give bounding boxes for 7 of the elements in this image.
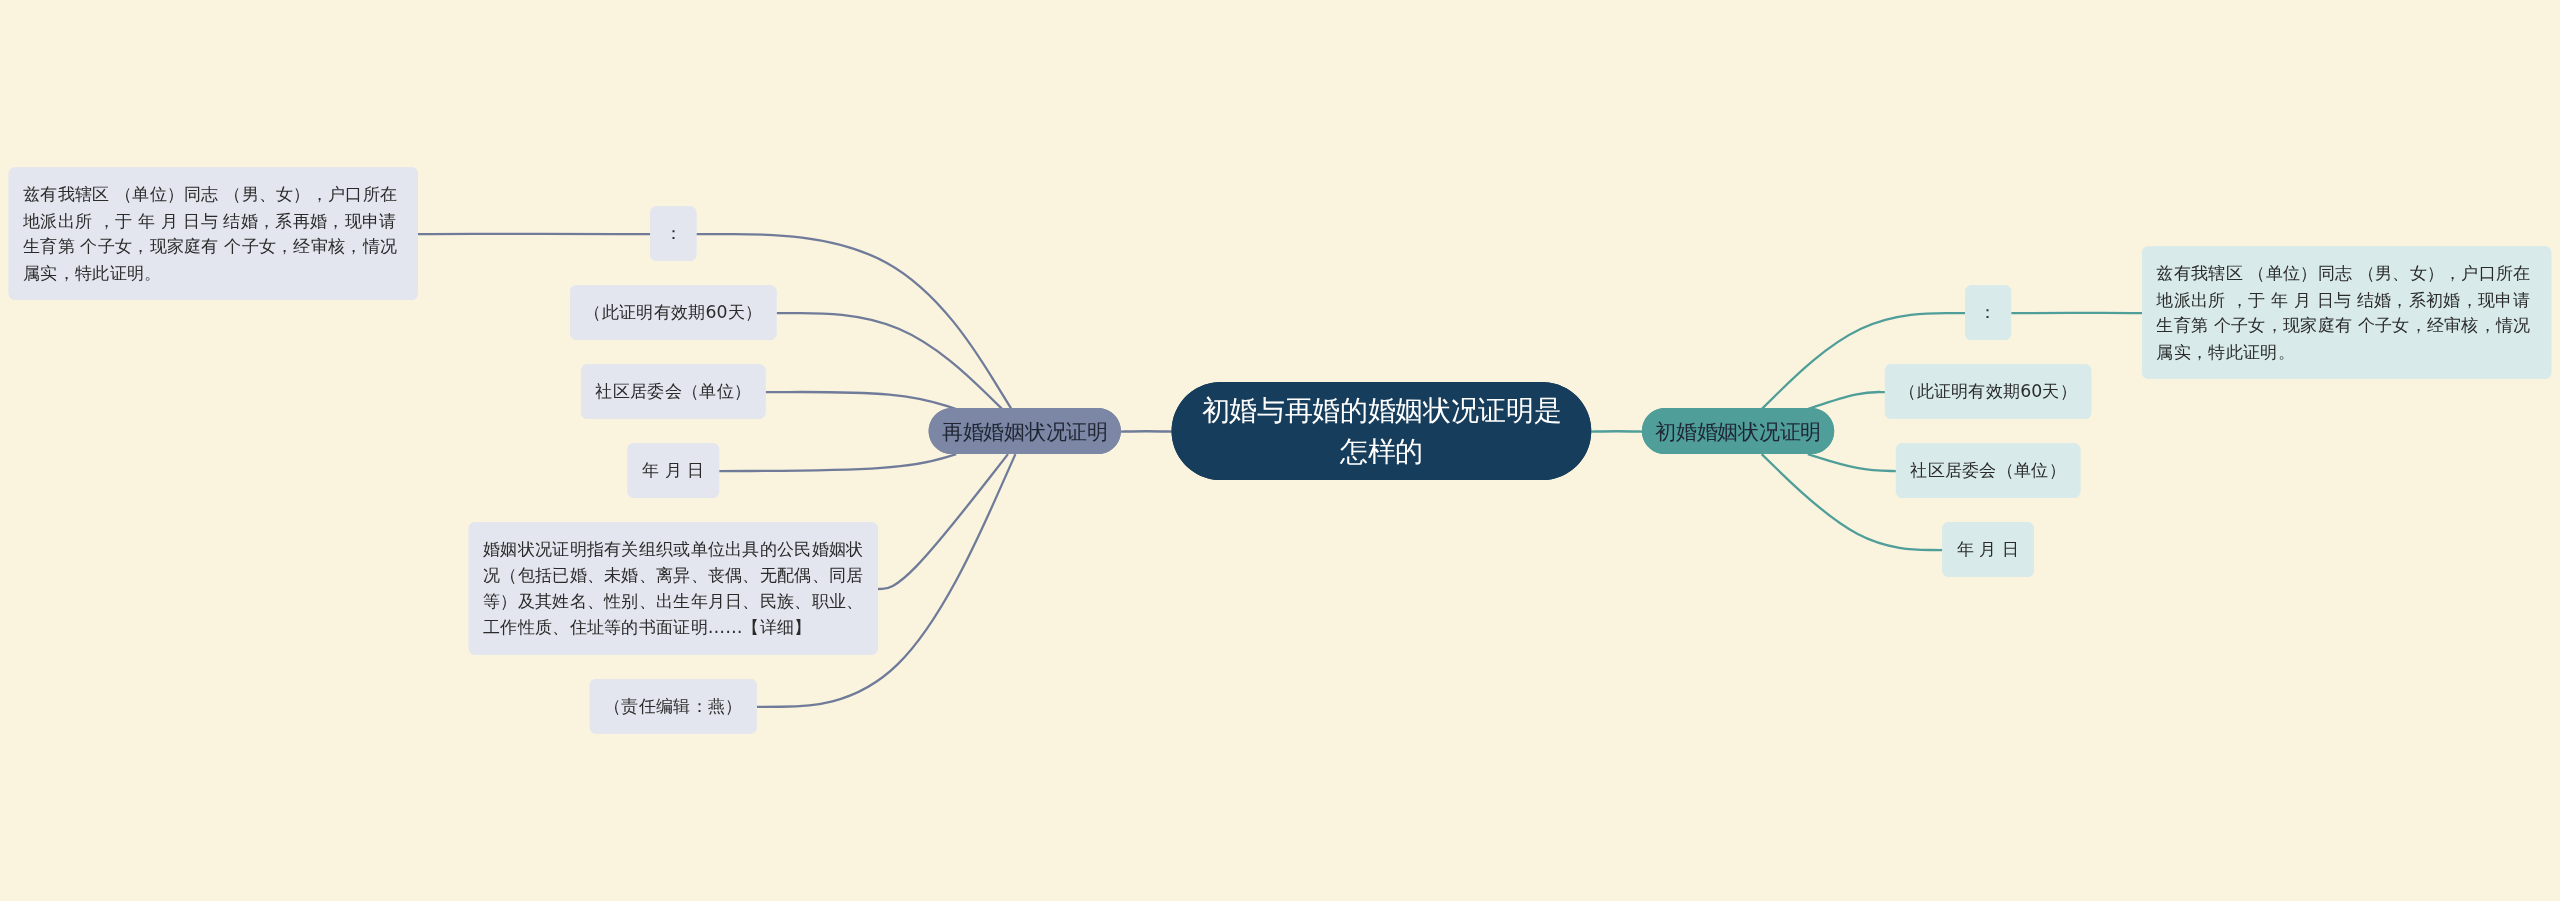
connector (765, 390, 957, 411)
connector (696, 232, 1013, 410)
connector (756, 453, 1017, 709)
connector (1120, 430, 1173, 433)
connector (776, 311, 1004, 410)
connector (877, 453, 1009, 591)
connector (719, 453, 957, 473)
